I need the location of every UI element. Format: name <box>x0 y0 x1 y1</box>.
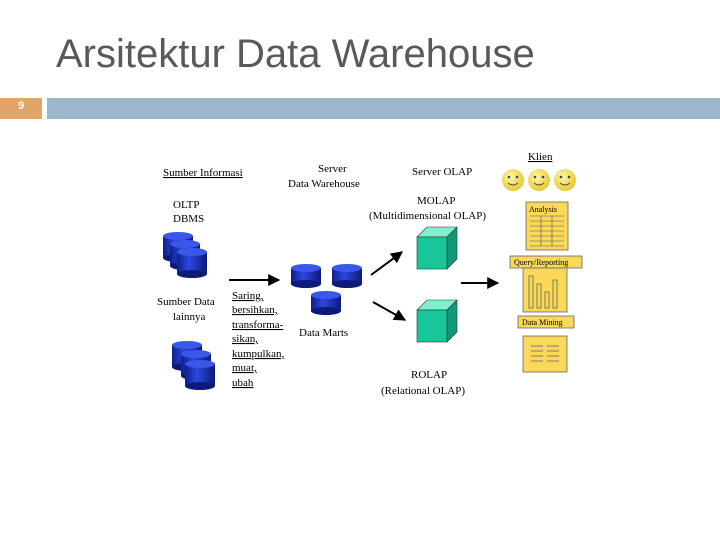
label-klien: Klien <box>528 151 553 163</box>
label-molap: MOLAP <box>417 195 456 207</box>
process-line: bersihkan, <box>232 304 278 316</box>
other-sources-database-icon <box>172 341 215 390</box>
arrow-to-rolap <box>372 301 407 321</box>
data-warehouse-database-icon <box>291 264 362 315</box>
oltp-database-icon <box>163 232 207 278</box>
process-line: ubah <box>232 377 254 389</box>
label-rolap: ROLAP <box>411 369 447 381</box>
label-sumber-data: Sumber Data <box>157 296 215 308</box>
label-relational-olap: (Relational OLAP) <box>381 385 465 397</box>
label-server-olap: Server OLAP <box>412 166 472 178</box>
process-line: kumpulkan, <box>232 348 284 360</box>
label-data-warehouse: Data Warehouse <box>288 178 360 190</box>
label-oltp: OLTP <box>173 199 200 211</box>
label-multidimensional-olap: (Multidimensional OLAP) <box>369 210 486 222</box>
data-mining-client-box: Data Mining <box>517 315 575 373</box>
label-analysis: Analysis <box>529 205 557 214</box>
label-query-reporting: Query/Reporting <box>514 258 568 267</box>
slide-title: Arsitektur Data Warehouse <box>56 32 535 76</box>
client-smiley-icon <box>502 169 524 191</box>
label-data-mining: Data Mining <box>522 318 563 327</box>
query-reporting-client-box: Query/Reporting <box>509 255 583 313</box>
process-line: transforma- <box>232 319 284 331</box>
data-warehouse-diagram: Sumber Informasi Server Data Warehouse S… <box>155 140 585 398</box>
label-server: Server <box>318 163 347 175</box>
label-dbms: DBMS <box>173 213 204 225</box>
analysis-client-box: Analysis <box>525 201 569 251</box>
label-sumber-informasi: Sumber Informasi <box>163 167 243 179</box>
title-underline-bar <box>47 98 720 119</box>
client-smiley-icon <box>554 169 576 191</box>
molap-cube-icon <box>416 226 458 270</box>
process-line: muat, <box>232 362 257 374</box>
slide-number: 9 <box>17 100 25 112</box>
arrow-to-molap <box>370 251 403 276</box>
rolap-cube-icon <box>416 299 458 343</box>
etl-process-labels: Saring, bersihkan, transforma- sikan, ku… <box>232 290 284 389</box>
label-lainnya: lainnya <box>173 311 205 323</box>
client-smiley-icon <box>528 169 550 191</box>
slide-number-bar <box>0 98 42 119</box>
process-line: sikan, <box>232 333 258 345</box>
process-line: Saring, <box>232 290 264 302</box>
label-data-marts: Data Marts <box>299 327 348 339</box>
